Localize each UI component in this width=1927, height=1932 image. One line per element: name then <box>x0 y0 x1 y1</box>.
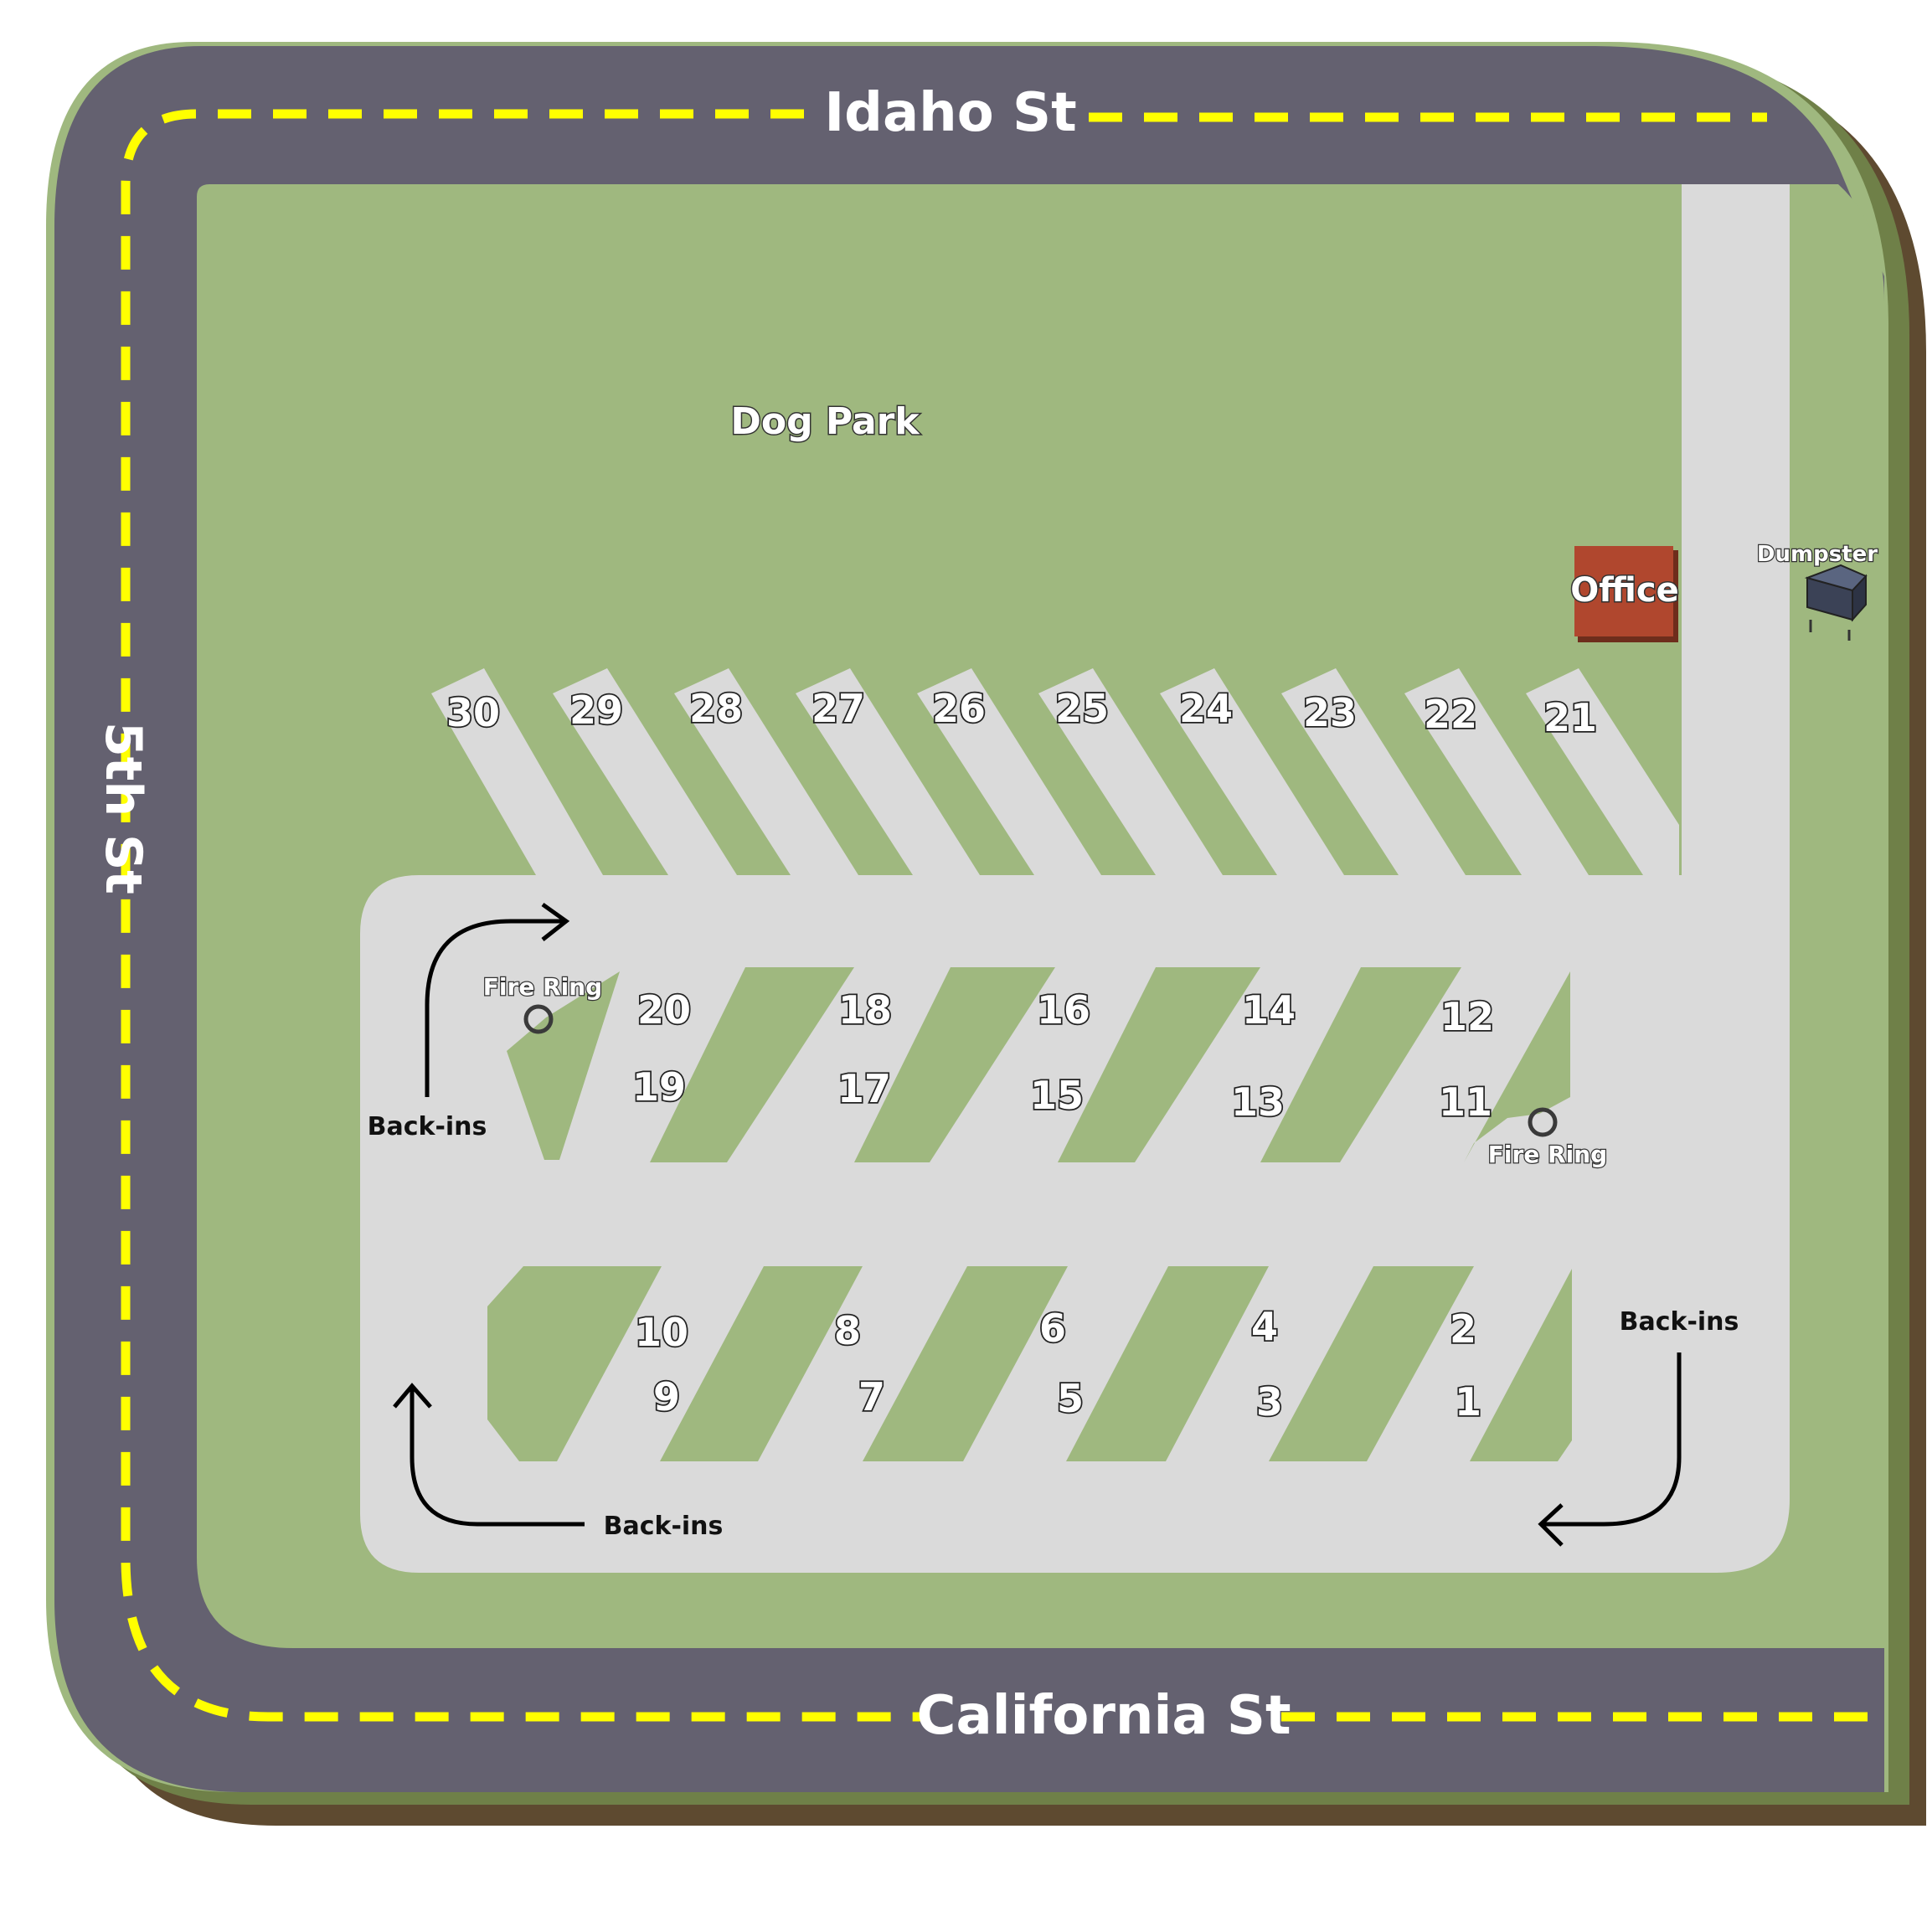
site-number: 25 <box>1055 686 1109 731</box>
bottom-row-site-numbers: 10 8 6 4 2 9 7 5 3 1 <box>633 1302 1483 1426</box>
middle-row-site-numbers: 20 18 16 14 12 19 17 15 13 11 <box>631 986 1496 1126</box>
site-number: 30 <box>446 690 500 735</box>
site-number: 8 <box>834 1308 861 1353</box>
dumpster-icon <box>1804 564 1868 641</box>
site-number: 10 <box>635 1310 688 1355</box>
street-label-south: California St <box>916 1685 1291 1747</box>
fire-ring-left-label: Fire Ring <box>483 973 602 1001</box>
site-number: 24 <box>1179 686 1233 731</box>
site-number: 23 <box>1303 690 1357 735</box>
office-label: Office <box>1570 571 1678 610</box>
back-ins-label-left: Back-ins <box>368 1112 487 1141</box>
site-number: 27 <box>812 686 865 731</box>
paved-loop <box>360 184 1790 1573</box>
site-number: 21 <box>1543 695 1597 740</box>
top-row-lanes <box>431 668 1679 875</box>
bottom-islands <box>487 1266 1572 1461</box>
back-ins-arrow-bottom <box>393 1383 585 1527</box>
site-number: 1 <box>1455 1379 1481 1425</box>
back-ins-label-bottom: Back-ins <box>604 1512 724 1541</box>
dog-park-label: Dog Park <box>730 400 920 443</box>
site-number: 15 <box>1030 1073 1084 1118</box>
site-number: 11 <box>1439 1079 1492 1125</box>
top-row-site-numbers: 30 29 28 27 26 25 24 23 22 21 <box>445 684 1599 742</box>
site-number: 5 <box>1057 1376 1084 1421</box>
back-ins-arrow-right <box>1538 1352 1682 1547</box>
center-line-top-left <box>121 109 930 1722</box>
site-number: 26 <box>932 686 986 731</box>
site-number: 13 <box>1231 1079 1285 1125</box>
back-ins-label-right: Back-ins <box>1620 1307 1739 1337</box>
fire-ring-right-icon <box>1528 1107 1558 1137</box>
street-label-west: 5th St <box>94 722 152 894</box>
site-number: 14 <box>1242 987 1296 1033</box>
site-number: 28 <box>689 686 743 731</box>
fire-ring-right-label: Fire Ring <box>1488 1141 1607 1168</box>
middle-islands <box>507 967 1570 1162</box>
back-ins-arrow-left <box>425 902 570 1097</box>
site-number: 4 <box>1251 1304 1278 1349</box>
site-number: 2 <box>1450 1306 1476 1352</box>
site-number: 18 <box>838 987 892 1033</box>
dumpster-label: Dumpster <box>1757 542 1878 567</box>
site-number: 7 <box>858 1374 885 1419</box>
fire-ring-left-icon <box>523 1004 554 1034</box>
site-number: 9 <box>653 1374 680 1419</box>
site-number: 3 <box>1256 1379 1283 1425</box>
site-number: 12 <box>1440 994 1494 1039</box>
site-number: 17 <box>837 1066 891 1111</box>
site-number: 16 <box>1037 987 1090 1033</box>
site-number: 22 <box>1424 692 1477 737</box>
street-label-north: Idaho St <box>824 82 1076 144</box>
site-number: 20 <box>637 987 691 1033</box>
site-number: 19 <box>632 1064 686 1110</box>
site-number: 29 <box>569 688 623 733</box>
site-number: 6 <box>1039 1306 1066 1351</box>
office-building <box>1574 546 1673 636</box>
